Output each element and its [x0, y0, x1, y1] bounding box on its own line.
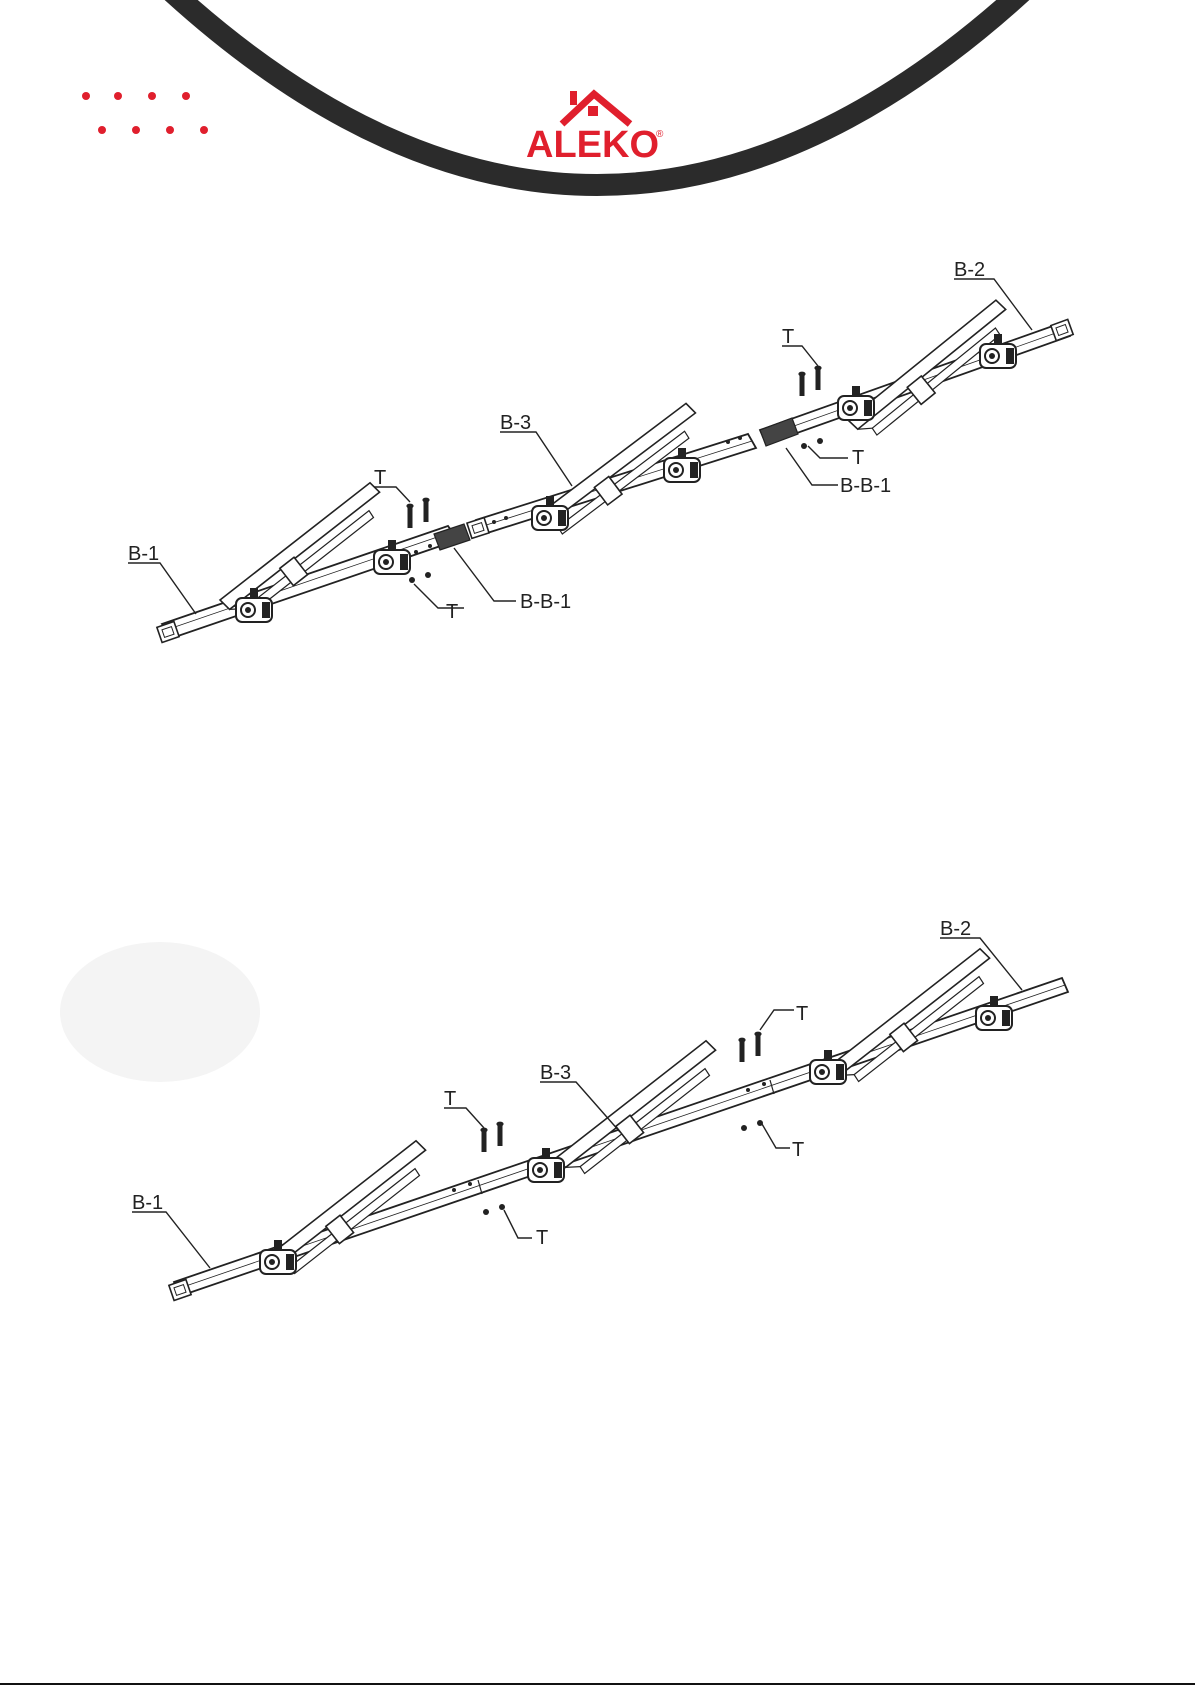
- aleko-logo: ALEKO ®: [526, 91, 664, 166]
- label-b1: B-1: [128, 543, 159, 565]
- label-t-right-bottom: T: [852, 447, 864, 469]
- figure-assembled-rail: B-1 B-3 B-2 T T T T: [132, 918, 1068, 1300]
- house-roof-icon: [562, 91, 630, 124]
- logo-wordmark: ALEKO: [526, 124, 659, 166]
- label-t-left-top-assembled: T: [444, 1088, 456, 1110]
- label-t-left-top: T: [374, 467, 386, 489]
- label-b3-assembled: B-3: [540, 1062, 571, 1084]
- leader-lines-2: [132, 938, 1022, 1268]
- part-labels: B-1 B-3 B-2 T T T T B-B-1 B-B-1: [128, 259, 985, 623]
- label-t-right-bottom-assembled: T: [792, 1139, 804, 1161]
- leader-lines: [128, 279, 1032, 614]
- label-t-right-top: T: [782, 326, 794, 348]
- label-t-left-bottom-assembled: T: [536, 1227, 548, 1249]
- label-bb1-right: B-B-1: [840, 475, 891, 497]
- label-t-left-bottom: T: [446, 601, 458, 623]
- label-bb1-left: B-B-1: [520, 591, 571, 613]
- label-b2: B-2: [954, 259, 985, 281]
- scan-shading: [60, 942, 260, 1082]
- label-b1-assembled: B-1: [132, 1192, 163, 1214]
- registered-mark: ®: [656, 129, 664, 140]
- label-b3: B-3: [500, 412, 531, 434]
- rail-b1: [157, 481, 470, 643]
- figure-exploded-rail: B-1 B-3 B-2 T T T T B-B-1 B-B-1: [128, 259, 1073, 642]
- rail-b2: [760, 298, 1073, 446]
- label-t-right-top-assembled: T: [796, 1003, 808, 1025]
- label-b2-assembled: B-2: [940, 918, 971, 940]
- red-dots: [82, 92, 208, 134]
- part-labels-2: B-1 B-3 B-2 T T T T: [132, 918, 971, 1249]
